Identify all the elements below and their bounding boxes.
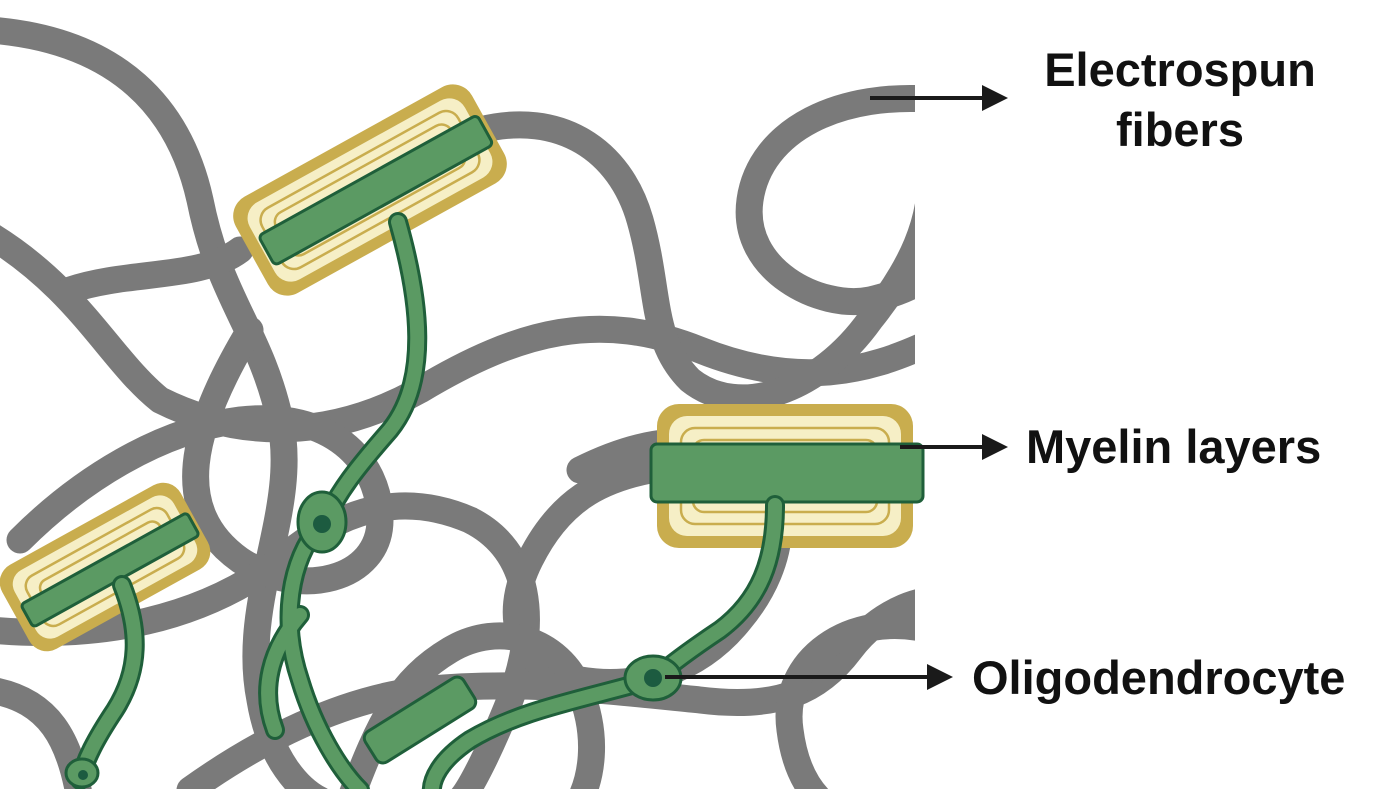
arrow-myelin-head xyxy=(982,434,1008,460)
oligodendrocyte-processes xyxy=(70,212,785,789)
nucleus xyxy=(644,669,662,687)
callout-arrows xyxy=(665,85,1008,690)
arrow-fibers-head xyxy=(982,85,1008,111)
label-fibers: fibers xyxy=(1116,103,1244,156)
label-myelin-layers: Myelin layers xyxy=(1026,420,1321,473)
fiber-strand xyxy=(735,85,915,315)
oligodendrocyte-cell-bodies xyxy=(64,490,683,789)
myelin-wrap-right xyxy=(649,404,925,548)
arrow-oligo-head xyxy=(927,664,953,690)
nucleus xyxy=(78,770,88,780)
fiber-strand xyxy=(775,612,915,789)
label-electrospun: Electrospun xyxy=(1044,43,1316,96)
fiber-strand xyxy=(56,236,254,304)
fiber-strand xyxy=(0,492,540,789)
myelin-wrap-top xyxy=(233,84,507,296)
fiber-strand xyxy=(339,622,605,789)
nucleus xyxy=(313,515,331,533)
label-oligodendrocyte: Oligodendrocyte xyxy=(972,651,1345,704)
myelin-wrap-left xyxy=(0,482,211,652)
myelin-stub-bottom xyxy=(362,675,478,765)
